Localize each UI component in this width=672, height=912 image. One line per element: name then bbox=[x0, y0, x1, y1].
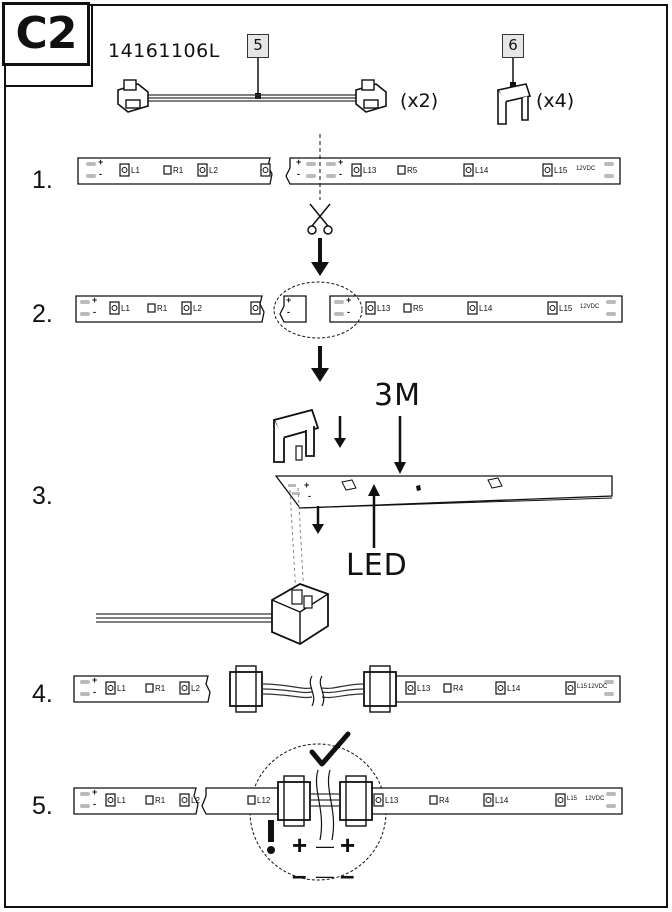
led-label: L1 bbox=[117, 684, 126, 693]
connector-cable-drawing bbox=[117, 58, 387, 113]
voltage-label: 12VDC bbox=[580, 304, 600, 310]
led-label: L1 bbox=[121, 304, 130, 313]
part-5-number: 5 bbox=[247, 34, 269, 58]
resistor-label: R1 bbox=[157, 304, 168, 313]
strip-step3 bbox=[274, 475, 613, 509]
clip-drawing bbox=[496, 58, 532, 125]
part-6-number: 6 bbox=[502, 34, 524, 58]
strip-step1 bbox=[77, 134, 621, 200]
led-label: L14 bbox=[479, 304, 493, 313]
led-label: L15 bbox=[567, 796, 578, 802]
down-arrow-small-1 bbox=[334, 438, 346, 448]
led-callout: LED bbox=[346, 548, 408, 583]
part-5-qty: (x2) bbox=[400, 90, 439, 112]
led-label: L2 bbox=[209, 166, 218, 175]
led-label: L12 bbox=[257, 796, 271, 805]
polarity-minus-right: – bbox=[340, 860, 355, 890]
step-5-number: 5. bbox=[32, 792, 53, 820]
plus-label: + bbox=[286, 295, 292, 305]
voltage-label: 12VDC bbox=[588, 684, 608, 690]
strip-step4 bbox=[73, 665, 621, 713]
led-label: L15 bbox=[577, 684, 588, 690]
resistor-label: R1 bbox=[173, 166, 184, 175]
polarity-plus-right: + bbox=[340, 830, 356, 860]
scissors-icon bbox=[307, 203, 333, 235]
voltage-label: 12VDC bbox=[585, 796, 605, 802]
minus-label: - bbox=[93, 687, 96, 697]
polarity-dash-top: — bbox=[316, 836, 334, 856]
step-4-number: 4. bbox=[32, 680, 53, 708]
resistor-label: R4 bbox=[453, 684, 464, 693]
resistor-label: R1 bbox=[155, 796, 166, 805]
plus-label: + bbox=[296, 157, 302, 167]
led-label: L15 bbox=[554, 166, 568, 175]
led-arrow bbox=[368, 484, 380, 496]
minus-label: - bbox=[99, 169, 102, 179]
page-frame bbox=[4, 4, 668, 908]
minus-label: - bbox=[287, 307, 290, 317]
led-label: L14 bbox=[475, 166, 489, 175]
badge-divider bbox=[6, 6, 93, 87]
minus-label: - bbox=[93, 799, 96, 809]
check-icon bbox=[309, 731, 351, 767]
resistor-label: R1 bbox=[155, 684, 166, 693]
led-label: L13 bbox=[377, 304, 391, 313]
plus-label: + bbox=[338, 157, 344, 167]
polarity-minus-left: – bbox=[292, 860, 307, 890]
section-code: C2 bbox=[2, 2, 90, 66]
led-label: L13 bbox=[385, 796, 399, 805]
plus-label: + bbox=[92, 787, 98, 797]
led-label: L2 bbox=[193, 304, 202, 313]
led-label: L2 bbox=[191, 684, 200, 693]
led-label: L13 bbox=[363, 166, 377, 175]
led-label: L1 bbox=[131, 166, 140, 175]
resistor-label: R5 bbox=[413, 304, 424, 313]
plus-label: + bbox=[92, 295, 98, 305]
connector-with-wires bbox=[96, 583, 329, 646]
part-6-qty: (x4) bbox=[536, 90, 575, 112]
plus-label: + bbox=[304, 480, 310, 490]
polarity-dash-bottom: — bbox=[316, 866, 334, 886]
minus-label: - bbox=[308, 491, 311, 501]
strip-step2 bbox=[75, 281, 623, 339]
plus-label: + bbox=[346, 295, 352, 305]
led-label: L14 bbox=[507, 684, 521, 693]
voltage-label: 12VDC bbox=[576, 166, 596, 172]
tape-label: 3M bbox=[374, 378, 421, 413]
resistor-label: R5 bbox=[407, 166, 418, 175]
minus-label: - bbox=[347, 307, 350, 317]
plus-label: + bbox=[98, 157, 104, 167]
minus-label: - bbox=[339, 169, 342, 179]
step-1-number: 1. bbox=[32, 166, 53, 194]
clip-above-strip bbox=[272, 408, 320, 463]
led-label: L14 bbox=[495, 796, 509, 805]
led-label: L2 bbox=[191, 796, 200, 805]
polarity-plus-left: + bbox=[292, 830, 308, 860]
step-2-number: 2. bbox=[32, 300, 53, 328]
warning-icon bbox=[268, 820, 274, 842]
minus-label: - bbox=[93, 307, 96, 317]
down-arrow-small-2 bbox=[312, 524, 324, 534]
strip-step5 bbox=[73, 743, 623, 881]
part-number: 14161106L bbox=[108, 40, 220, 62]
minus-label: - bbox=[297, 169, 300, 179]
led-label: L1 bbox=[117, 796, 126, 805]
led-label: L13 bbox=[417, 684, 431, 693]
led-label: L15 bbox=[559, 304, 573, 313]
resistor-label: R4 bbox=[439, 796, 450, 805]
tape-arrow bbox=[394, 462, 406, 474]
step-3-number: 3. bbox=[32, 482, 53, 510]
plus-label: + bbox=[92, 675, 98, 685]
